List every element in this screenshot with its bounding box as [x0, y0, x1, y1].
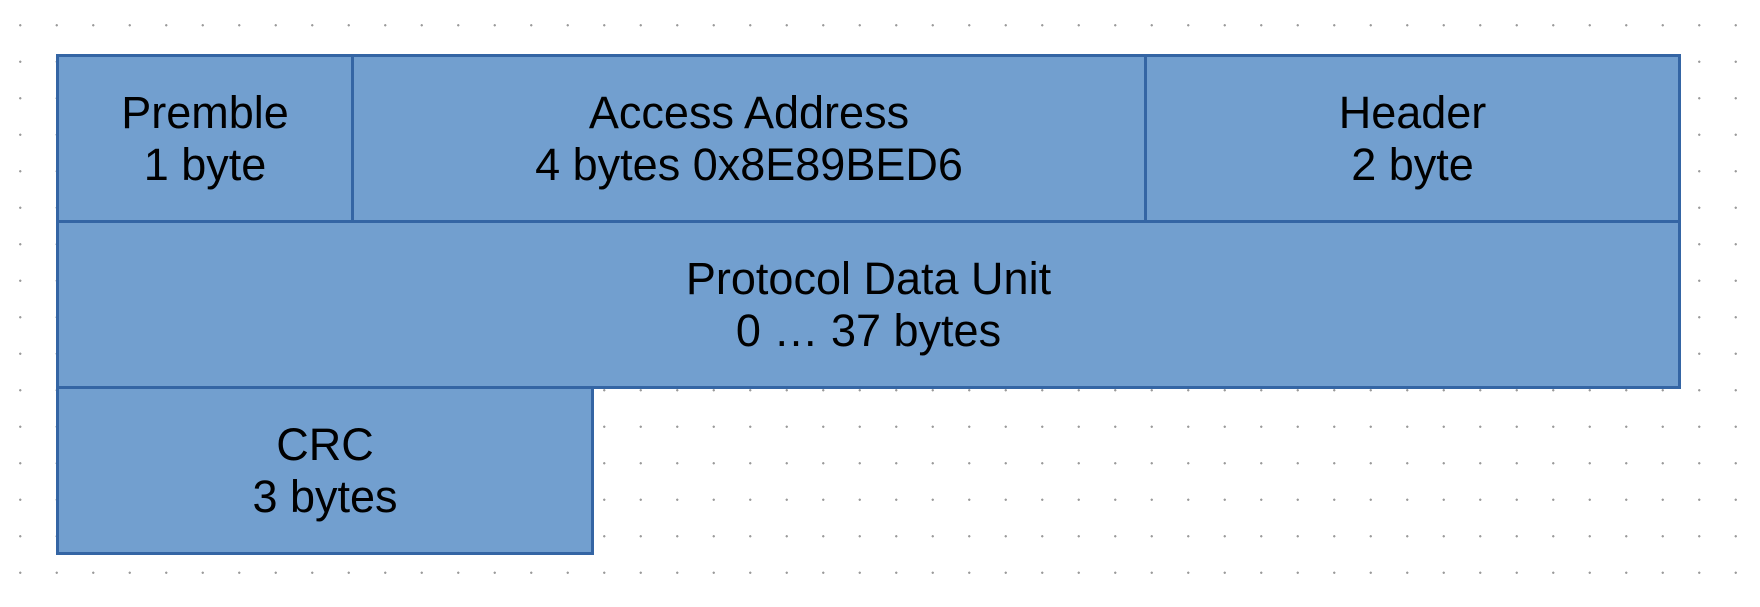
header-field-box: Header 2 byte [1144, 54, 1681, 223]
header-field-name: Header [1338, 86, 1487, 138]
pdu-field-name: Protocol Data Unit [685, 252, 1052, 304]
preamble-field-name: Premble [121, 86, 289, 138]
access-address-field-box: Access Address 4 bytes 0x8E89BED6 [351, 54, 1147, 223]
access-address-field-name: Access Address [588, 86, 910, 138]
preamble-field-size: 1 byte [143, 138, 267, 190]
access-address-field-size: 4 bytes 0x8E89BED6 [535, 138, 963, 190]
header-field-size: 2 byte [1351, 138, 1474, 190]
preamble-field-box: Premble 1 byte [56, 54, 354, 223]
pdu-field-box: Protocol Data Unit 0 … 37 bytes [56, 220, 1681, 389]
crc-field-name: CRC [276, 418, 374, 470]
pdu-field-size: 0 … 37 bytes [735, 304, 1002, 356]
crc-field-size: 3 bytes [252, 470, 398, 522]
crc-field-box: CRC 3 bytes [56, 386, 594, 555]
